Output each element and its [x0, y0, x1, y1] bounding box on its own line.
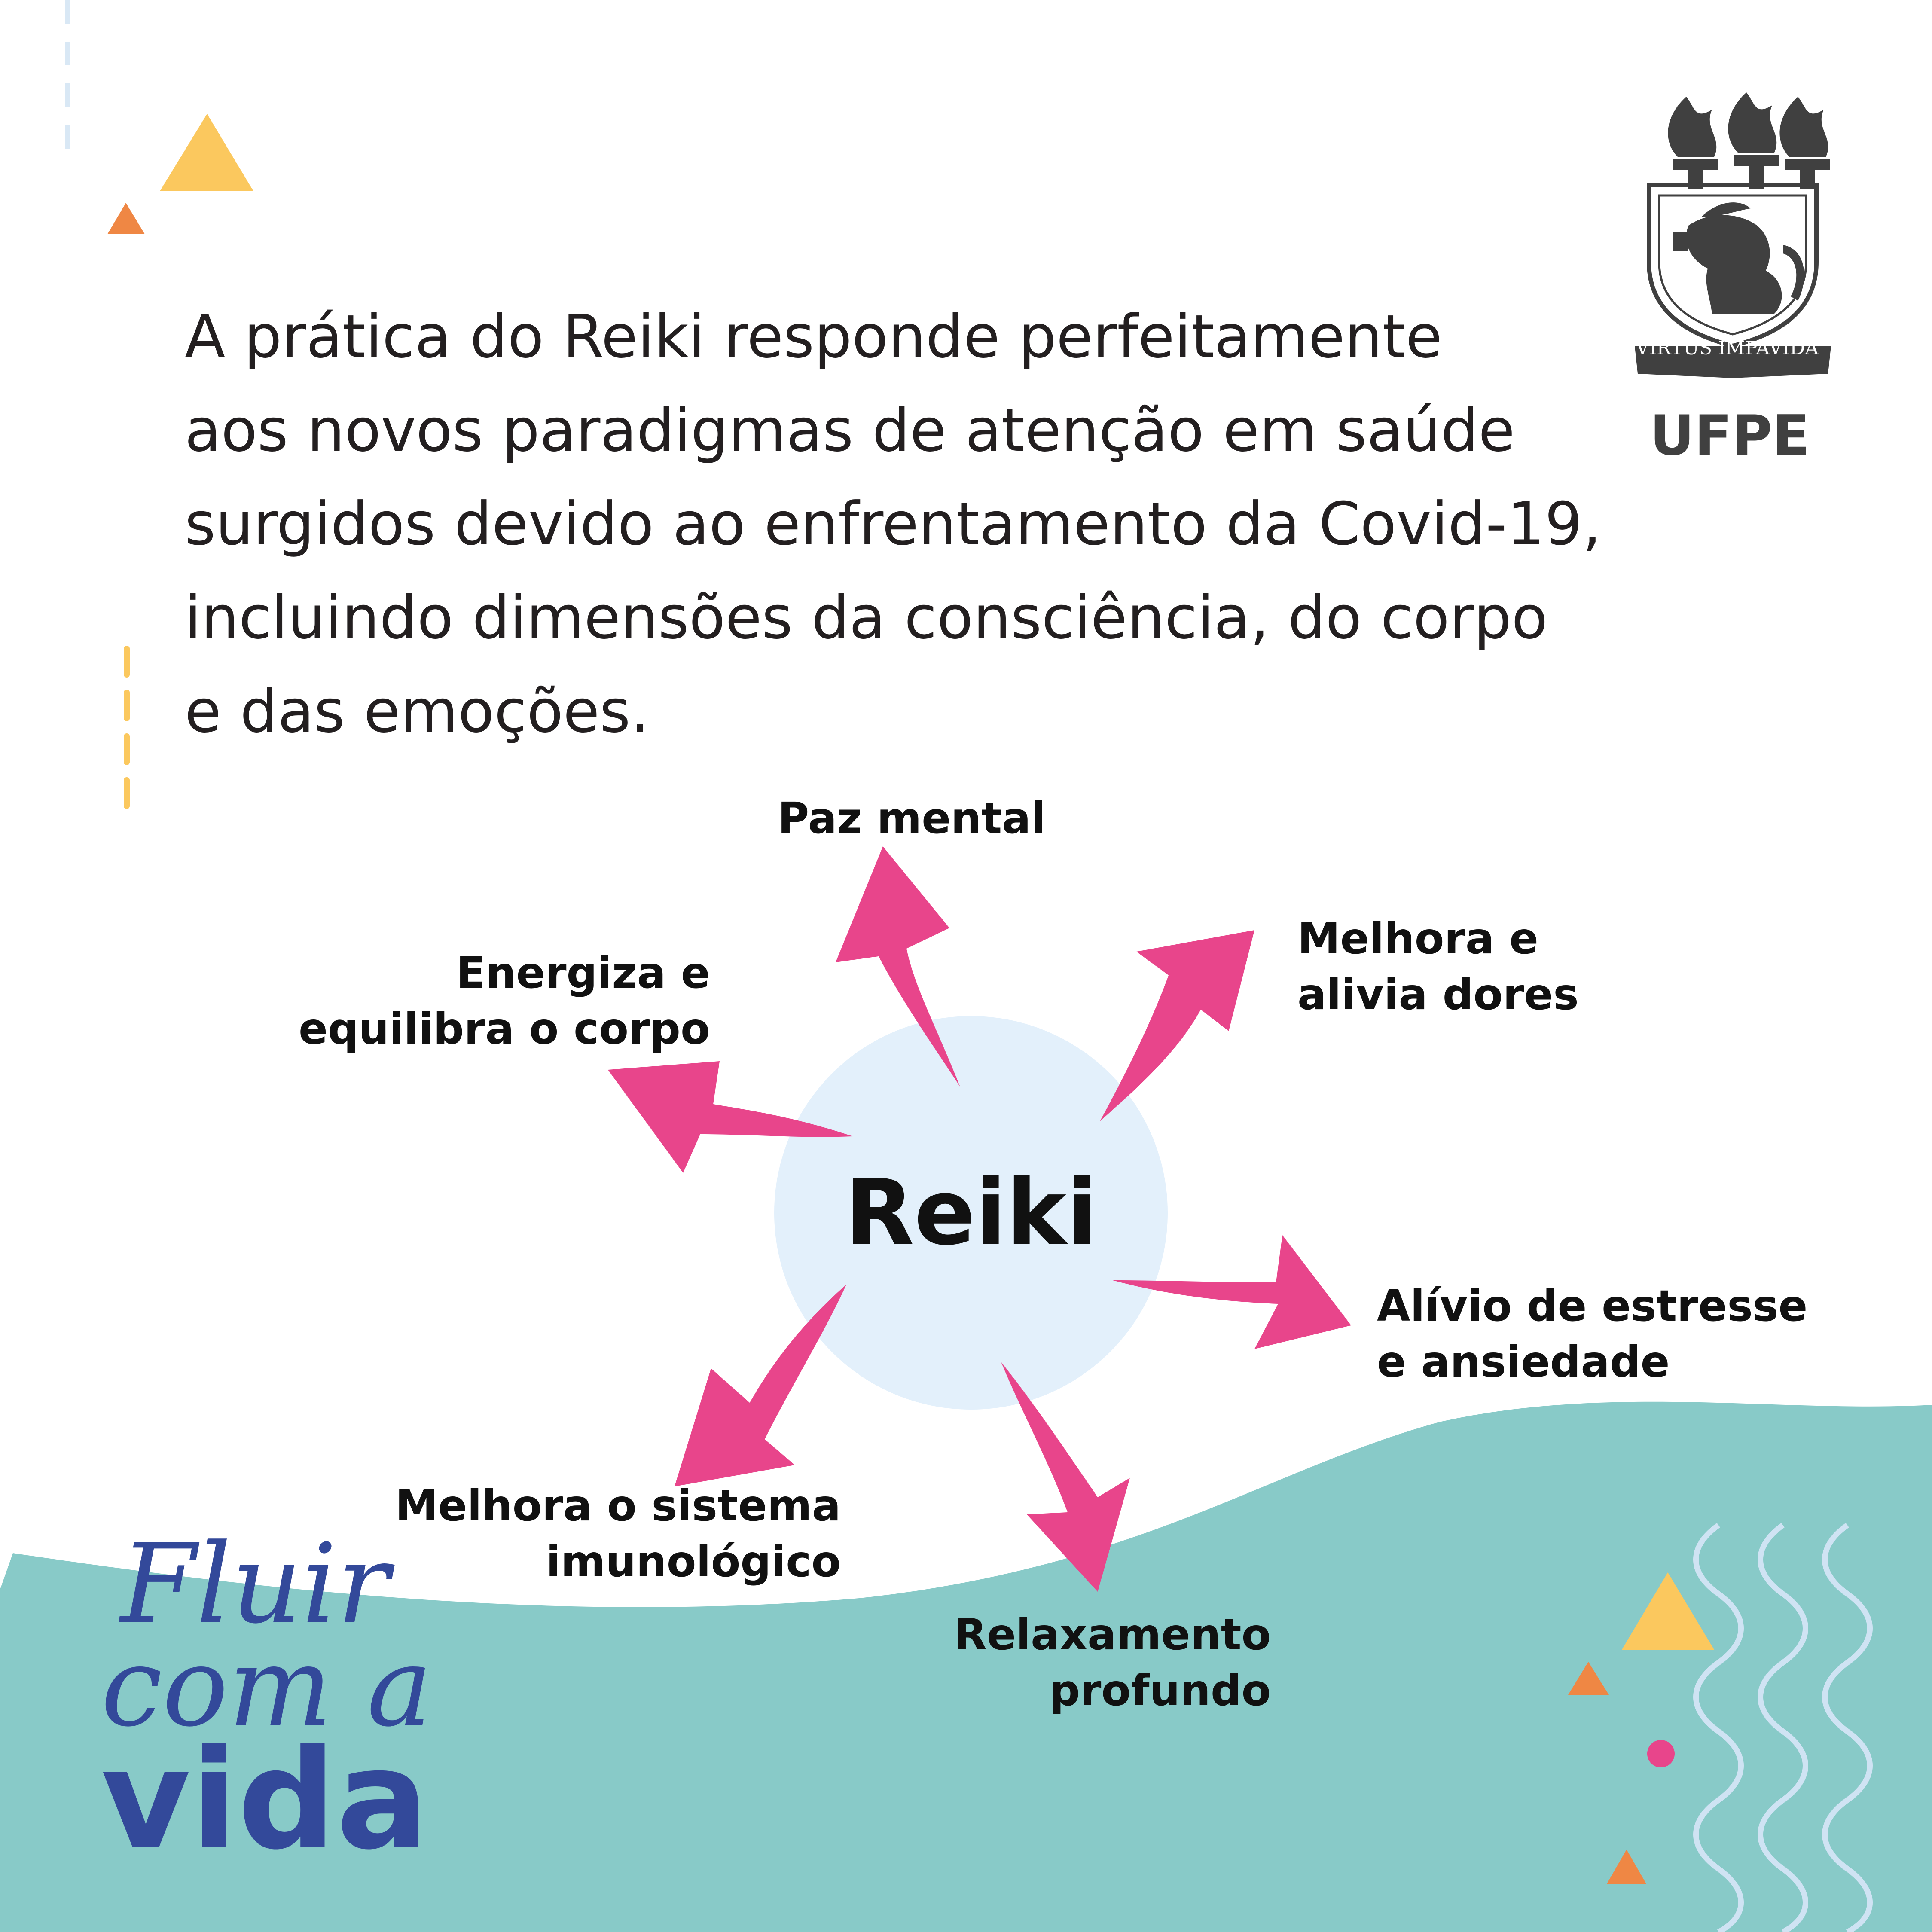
benefit-peace-of-mind: Paz mental: [778, 793, 1046, 843]
brand-line-1: Fluir: [120, 1520, 390, 1648]
shield-icon: [1647, 183, 1819, 348]
arrow-to-immune-system[interactable]: [675, 1285, 846, 1486]
torch-icon: [1779, 97, 1830, 189]
brand-line-2: com a: [101, 1624, 433, 1751]
teal-wave: [0, 1401, 1932, 1932]
squiggle-line-3: [1822, 1523, 1873, 1932]
benefit-immune-system: Melhora o sistema imunológico: [395, 1480, 841, 1587]
triangle-orange-top: [107, 203, 145, 234]
motto-banner: [1635, 346, 1831, 378]
logo-name: UFPE: [1650, 404, 1810, 468]
arrow-to-energy-balance[interactable]: [608, 1061, 853, 1173]
torch-icon: [1728, 92, 1779, 189]
lion-icon: [1673, 202, 1804, 314]
intro-paragraph: A prática do Reiki responde perfeitament…: [185, 302, 1602, 746]
squiggle-line-1: [1693, 1523, 1744, 1932]
center-label: Reiki: [845, 1160, 1097, 1265]
benefit-energy-balance: Energiza e equilibra o corpo: [299, 948, 710, 1054]
arrow-to-peace[interactable]: [836, 846, 960, 1087]
arrow-to-stress-relief[interactable]: [1113, 1235, 1351, 1349]
benefit-deep-relaxation: Relaxamento profundo: [954, 1609, 1271, 1715]
squiggle-line-2: [1758, 1523, 1808, 1932]
ufpe-logo: [1635, 92, 1831, 378]
triangle-orange-mid: [1568, 1662, 1609, 1695]
brand-line-3: vida: [101, 1720, 429, 1880]
benefit-stress-relief: Alívio de estresse e ansiedade: [1377, 1281, 1808, 1387]
triangle-yellow-bottom: [1622, 1572, 1714, 1650]
torch-icon: [1668, 97, 1718, 189]
triangle-yellow-top: [160, 114, 253, 191]
center-circle: [774, 1016, 1168, 1410]
arrow-to-deep-relaxation[interactable]: [1001, 1362, 1130, 1592]
arrow-to-pain-relief[interactable]: [1100, 930, 1254, 1121]
pink-dot: [1647, 1740, 1675, 1767]
logo-motto: VIRTUS IMPAVIDA: [1636, 337, 1819, 359]
triangle-orange-bottom: [1607, 1850, 1646, 1884]
benefit-pain-relief: Melhora e alivia dores: [1297, 913, 1579, 1019]
